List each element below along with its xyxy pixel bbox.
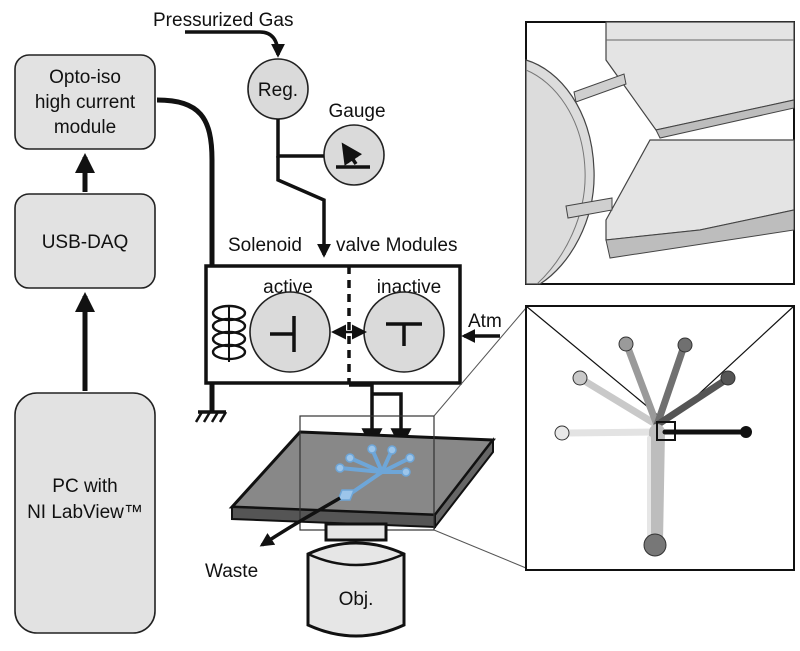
waste-label: Waste [205, 561, 258, 582]
ground-symbol [194, 410, 228, 423]
junction-zoom-box [656, 421, 676, 441]
usb-daq-module: USB-DAQ [14, 193, 156, 289]
inactive-valve-symbol-icon [386, 322, 422, 346]
pc-module: PC with NI LabView™ [14, 392, 156, 634]
gas-to-valves-arrow [276, 156, 331, 258]
regulator-to-gauge-line [276, 119, 324, 158]
valve-modules-label: valve Modules [336, 235, 457, 256]
gas-inlet-arrow [185, 30, 285, 58]
opto-iso-label-2: high current [35, 92, 136, 113]
microfluidic-channels [335, 444, 415, 501]
objective-label: Obj. [339, 589, 374, 610]
opto-control-cable [156, 97, 215, 412]
regulator-label: Reg. [258, 80, 298, 101]
channel-detail-panel [525, 305, 795, 571]
opto-iso-module: Opto-iso high current module [14, 54, 156, 150]
opto-iso-label-3: module [54, 117, 116, 138]
solenoid-label: Solenoid [228, 235, 302, 256]
active-valve [249, 291, 331, 373]
regulator: Reg. [247, 58, 309, 120]
solenoid-coil-icon [211, 304, 247, 362]
solenoid-valve-box: active inactive [204, 264, 462, 385]
objective-lens: Obj. [306, 522, 406, 638]
pc-label-1: PC with [52, 476, 117, 497]
zoom-connector-top [433, 307, 527, 417]
zoom-connector-bottom [433, 529, 527, 569]
tube-active-to-chip [349, 383, 383, 450]
pc-label-2: NI LabView™ [27, 502, 143, 523]
usb-daq-label: USB-DAQ [42, 232, 129, 253]
gauge: Gauge [323, 101, 386, 186]
waste-arrow [259, 496, 341, 547]
active-valve-symbol-icon [270, 316, 296, 352]
atm-label: Atm [468, 311, 502, 332]
gauge-label: Gauge [328, 101, 385, 122]
opto-iso-label-1: Opto-iso [49, 67, 121, 88]
tube-inactive-to-chip [372, 392, 412, 450]
pressurized-gas-label: Pressurized Gas [153, 10, 293, 31]
gauge-needle-icon [341, 142, 363, 166]
chip-stage [228, 415, 496, 531]
junction-3d-panel [525, 21, 795, 285]
